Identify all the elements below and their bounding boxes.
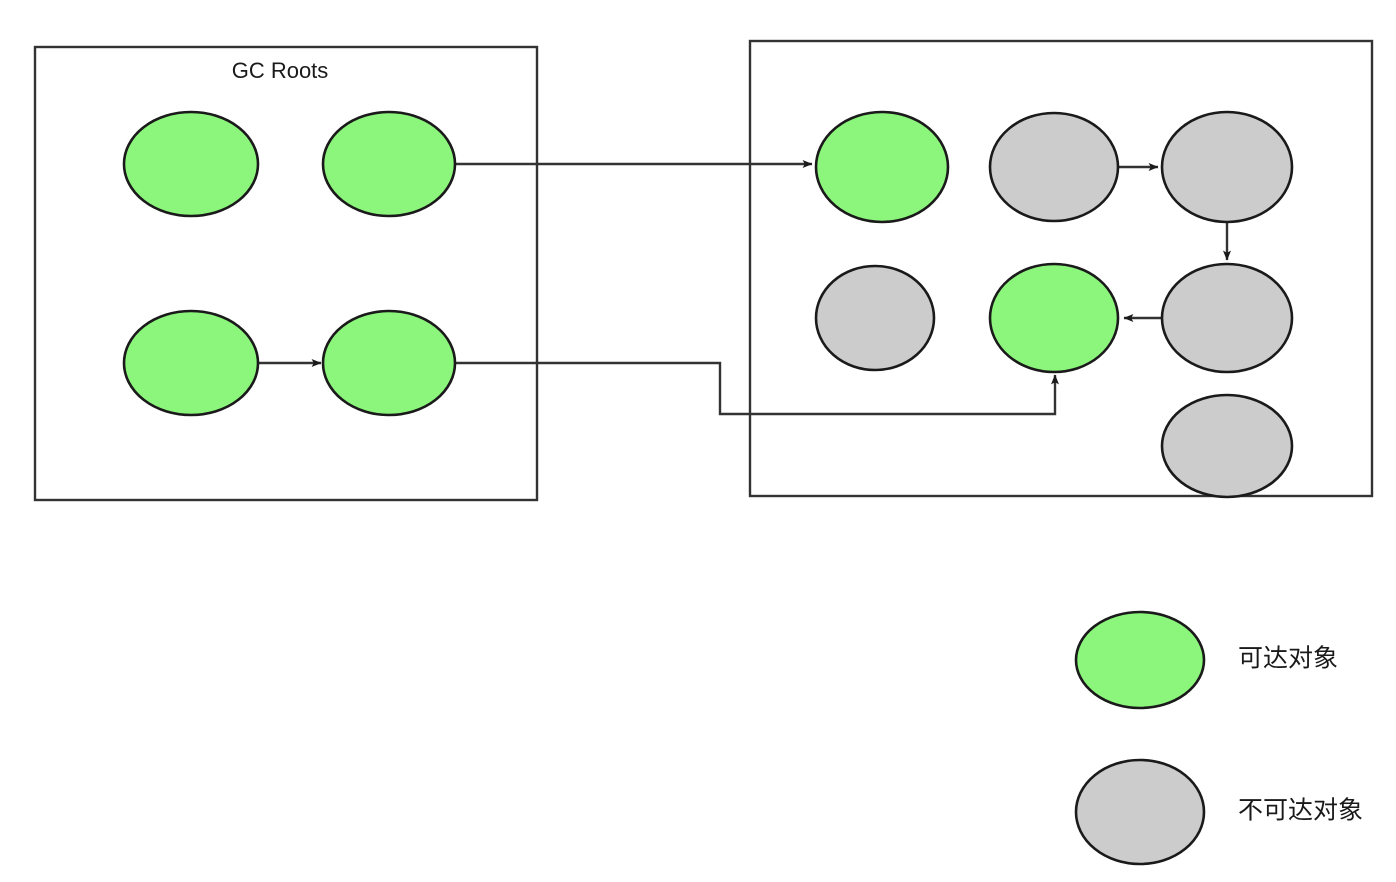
- node-heap-1-reachable[interactable]: [814, 110, 950, 224]
- legend-item-reachable: 可达对象: [1074, 610, 1338, 710]
- node-heap-6-unreachable[interactable]: [1160, 262, 1294, 374]
- legend-swatch-unreachable: [1074, 758, 1206, 866]
- legend-item-unreachable: 不可达对象: [1074, 758, 1363, 866]
- nodes-layer: [122, 110, 1294, 499]
- container-gc-roots-box: [33, 45, 539, 502]
- node-root-c-reachable[interactable]: [122, 309, 260, 417]
- edges-layer: [258, 160, 1231, 416]
- legend-swatch-reachable: [1074, 610, 1206, 710]
- node-root-a-reachable[interactable]: [122, 110, 260, 218]
- node-heap-2-unreachable[interactable]: [988, 111, 1120, 223]
- node-heap-5-reachable[interactable]: [988, 262, 1120, 374]
- node-heap-3-unreachable[interactable]: [1160, 110, 1294, 224]
- titles-layer: GC Roots: [232, 58, 329, 83]
- node-heap-4-unreachable[interactable]: [814, 264, 936, 372]
- node-root-b-reachable[interactable]: [321, 110, 457, 218]
- legend-label-unreachable: 不可达对象: [1238, 797, 1363, 825]
- edge-root-d-to-heap-5: [455, 361, 1059, 416]
- node-heap-7-unreachable[interactable]: [1160, 393, 1294, 499]
- container-title-gc-roots-box: GC Roots: [232, 58, 329, 83]
- node-root-d-reachable[interactable]: [321, 309, 457, 417]
- legend-label-reachable: 可达对象: [1238, 645, 1338, 673]
